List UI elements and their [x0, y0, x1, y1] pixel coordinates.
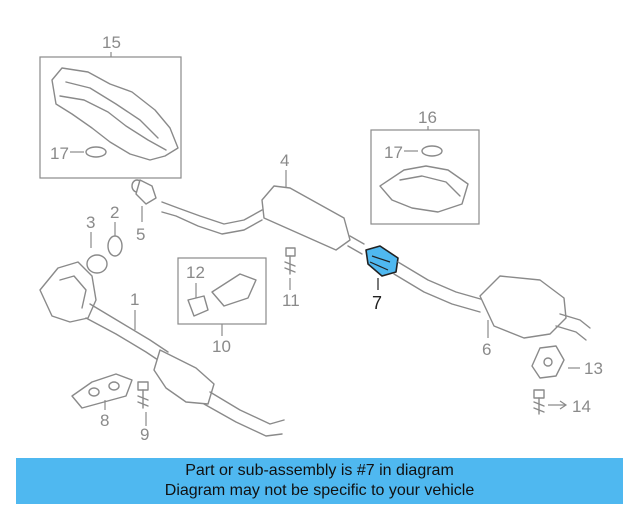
clamp-part-7-highlighted — [365, 245, 399, 277]
heat-shield-front-part — [51, 67, 179, 161]
callout-15: 15 — [102, 33, 121, 52]
callout-17-right: 17 — [384, 143, 403, 162]
callout-7: 7 — [372, 293, 382, 313]
connector-part-5 — [131, 179, 157, 205]
callout-8: 8 — [100, 411, 109, 430]
clamp-part-3 — [86, 254, 108, 274]
bolt-part-11 — [284, 247, 296, 275]
callout-11: 11 — [282, 291, 300, 310]
callout-4: 4 — [280, 151, 289, 170]
callout-3: 3 — [86, 213, 95, 232]
callout-10: 10 — [212, 337, 231, 356]
banner-line-disclaimer: Diagram may not be specific to your vehi… — [164, 482, 475, 499]
bolt-part-9 — [137, 381, 149, 409]
callout-2: 2 — [110, 203, 119, 222]
callout-6: 6 — [482, 340, 491, 359]
callout-12: 12 — [186, 263, 205, 282]
callout-9: 9 — [140, 425, 149, 444]
hanger-bracket-part-13 — [531, 345, 565, 379]
callout-17-left: 17 — [50, 144, 69, 163]
rear-pipe-muffler-part — [393, 261, 591, 341]
center-pipe-resonator-part — [161, 185, 365, 255]
info-banner: Part or sub-assembly is #7 in diagram Di… — [16, 458, 623, 504]
callout-13: 13 — [584, 359, 603, 378]
callout-box-16 — [370, 129, 480, 225]
banner-line-part-number: Part or sub-assembly is #7 in diagram — [185, 462, 454, 479]
bracket-part-12 — [187, 273, 257, 317]
callout-14: 14 — [572, 397, 591, 416]
gasket-part-2 — [107, 235, 123, 257]
clip-part-17-right — [421, 145, 443, 157]
callout-5: 5 — [136, 225, 145, 244]
gasket-plate-part-8 — [71, 373, 133, 409]
callout-1: 1 — [130, 290, 139, 309]
front-pipe-catalytic-converter-part — [39, 261, 285, 437]
callout-16: 16 — [418, 108, 437, 127]
clip-part-17-left — [85, 146, 107, 158]
heat-shield-rear-part — [379, 165, 469, 213]
bolt-part-14 — [533, 389, 545, 415]
